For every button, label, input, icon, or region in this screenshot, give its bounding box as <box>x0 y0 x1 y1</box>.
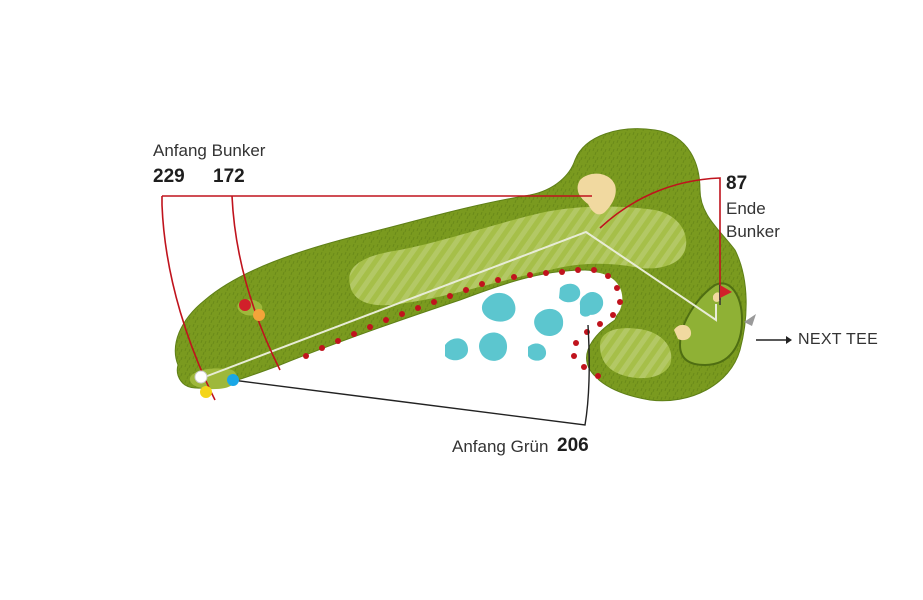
tee-marker-white <box>194 370 208 384</box>
tee-marker-yellow <box>200 386 212 398</box>
bunker-back <box>713 292 722 302</box>
route-line <box>201 230 717 379</box>
tee-marker-orange <box>253 309 265 321</box>
water-clearing <box>305 272 623 398</box>
arrow-right-icon <box>756 336 792 344</box>
bunker-green <box>674 324 692 341</box>
label-ende-bunker-1: Ende <box>726 199 766 218</box>
fairway <box>349 206 687 306</box>
putting-green <box>678 282 744 367</box>
tee-markers <box>194 299 265 398</box>
label-dist-172: 172 <box>213 166 245 187</box>
label-dist-87: 87 <box>726 173 748 194</box>
label-dist-206: 206 <box>557 435 589 456</box>
distance-guides <box>161 177 721 401</box>
next-tee: NEXT TEE <box>756 330 878 350</box>
next-tee-label: NEXT TEE <box>798 331 879 348</box>
label-anfang-bunker: Anfang Bunker <box>153 141 266 160</box>
green-arrow-icon <box>744 314 756 326</box>
water-hazards <box>445 283 604 361</box>
tee-marker-blue <box>227 374 239 386</box>
tee-marker-red <box>239 299 251 311</box>
callout-line <box>231 324 590 426</box>
fairway-right <box>600 328 672 379</box>
label-ende-bunker-2: Bunker <box>726 222 780 241</box>
label-dist-229: 229 <box>153 166 185 187</box>
bunker-top <box>577 173 616 215</box>
hazard-boundary <box>303 267 623 379</box>
flag-icon <box>719 285 732 305</box>
label-anfang-gruen: Anfang Grün <box>452 437 549 456</box>
